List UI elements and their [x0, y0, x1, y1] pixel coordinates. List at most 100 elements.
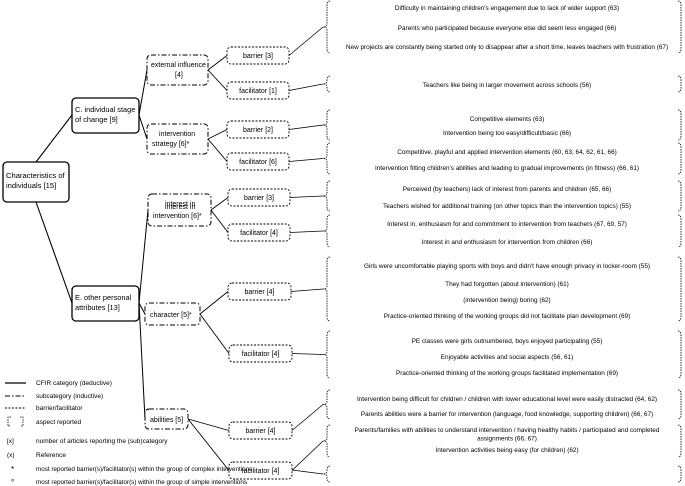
category-c-line-2: of change [9] — [75, 115, 118, 124]
subcategory-interest-in-intervention: interest in interest in intervention [6]… — [147, 193, 212, 227]
aspect-bracket-left-10 — [322, 465, 331, 483]
aspect-bracket-right-10 — [677, 465, 682, 483]
aspect-text-4-line-0: Competitive elements (63) — [470, 116, 545, 123]
type-node-label-4: barrier [3] — [244, 195, 274, 202]
connector-type-aspects-7 — [291, 353, 324, 355]
subcategory-intervention-strategy: intervention strategy [6]* — [146, 123, 209, 155]
legend-text-complex: most reported barrier(s)/facilitator(s) … — [36, 466, 252, 473]
type-node-7: facilitator [4] — [228, 344, 293, 363]
connector-root-category-0 — [35, 114, 73, 163]
barrier-facilitator-nodes: barrier [3] facilitator [1] barrier [2] fac… — [226, 46, 293, 480]
aspect-text-20-line-0: Parents abilities were a barrier for int… — [361, 411, 653, 418]
type-node-frame-4 — [227, 188, 291, 207]
type-node-9: facilitator [4] — [228, 461, 293, 480]
aspect-text-22-line-0: Intervention activities being easy (for … — [435, 447, 578, 454]
connector-root-category-1 — [35, 201, 73, 304]
connector-type-aspects-extra — [291, 469, 324, 475]
subcategory-abilities-label: abilities [5] — [150, 417, 183, 424]
type-node-label-5: facilitator [4] — [240, 230, 278, 237]
category-node-e: E. other personal attributes [13] — [71, 285, 140, 322]
connector-type-aspects-4 — [289, 195, 324, 198]
type-node-frame-2 — [226, 120, 290, 139]
aspect-bracket-right-9 — [677, 424, 682, 458]
type-node-frame-0 — [226, 46, 290, 65]
type-node-frame-3 — [226, 152, 290, 171]
type-node-5: facilitator [4] — [227, 223, 291, 242]
subcategory-intervention-strategy-line-2: strategy [6]* — [152, 141, 190, 148]
aspect-bracket-right-0 — [677, 0, 682, 54]
legend-text-aspect: aspect reported — [36, 419, 82, 426]
type-node-0: barrier [3] — [226, 46, 290, 65]
category-node-c: C. individual stage of change [9] — [71, 97, 140, 134]
connector-subcategory-type-9 — [187, 418, 230, 471]
subcategory-character: character [5]* — [144, 302, 201, 326]
aspect-text-3-line-0: Teachers like being in larger movement a… — [423, 82, 591, 89]
type-node-8: barrier [4] — [228, 421, 293, 440]
connector-subcategory-type-6 — [199, 291, 229, 315]
type-node-3: facilitator [6] — [226, 152, 290, 171]
connector-category-subcategory-1 — [138, 114, 148, 140]
aspect-bracket-left-2 — [322, 109, 331, 141]
connector-category-subcategory-3 — [138, 302, 146, 315]
aspect-text-7-line-0: Intervention fitting children's abilitie… — [375, 165, 639, 172]
type-node-frame-7 — [228, 344, 293, 363]
legend-text-barrier-facilitator: barrier/facilitator — [36, 405, 83, 412]
subcategory-interest-line-2: intervention [6]* — [153, 213, 202, 220]
type-node-frame-8 — [228, 421, 293, 440]
connector-subcategory-type-5 — [210, 209, 229, 233]
aspect-nodes: Difficulty in maintaining children's eng… — [346, 5, 668, 454]
connector-subcategory-type-1 — [207, 69, 228, 91]
connector-subcategory-type-4 — [210, 197, 229, 211]
subcategory-external-influence-line-2: [4] — [175, 72, 183, 79]
aspect-text-17-line-0: Enjoyable activities and social aspects … — [441, 354, 574, 361]
aspect-bracket-left-8 — [322, 389, 331, 420]
aspect-text-8-line-0: Perceived (by teachers) lack of interest… — [403, 186, 612, 193]
aspect-text-18-line-0: Practice-oriented thinking of the workin… — [396, 370, 618, 377]
legend-text-subcategory: subcategory (inductive) — [36, 393, 103, 400]
aspect-bracket-left-6 — [322, 256, 331, 322]
connector-subcategory-type-0 — [207, 55, 228, 71]
aspect-text-14-line-0: (intervention being) boring (62) — [463, 297, 550, 304]
legend-bracket-sample — [7, 416, 24, 427]
type-node-frame-5 — [227, 223, 291, 242]
type-node-label-2: barrier [2] — [243, 127, 273, 134]
aspect-bracket-right-8 — [677, 389, 682, 420]
connector-type-aspects-5 — [289, 230, 324, 233]
type-node-6: barrier [4] — [227, 282, 292, 301]
aspect-bracket-left-4 — [322, 180, 331, 212]
aspect-bracket-left-1 — [322, 75, 331, 93]
root-node: Characteristics of individuals [15] — [2, 161, 70, 203]
type-node-4: barrier [3] — [227, 188, 291, 207]
connector-subcategory-type-3 — [207, 138, 228, 162]
aspect-text-19-line-0: Intervention being difficult for childre… — [357, 396, 657, 403]
type-node-label-8: barrier [4] — [246, 428, 276, 435]
aspect-text-15-line-0: Practice-oriented thinking of the workin… — [384, 313, 631, 320]
connector-type-aspects-0 — [288, 26, 324, 56]
connector-type-aspects-8 — [291, 404, 324, 431]
aspect-bracket-left-5 — [322, 214, 331, 248]
aspect-text-12-line-0: Girls were uncomfortable playing sports … — [364, 263, 650, 270]
type-node-1: facilitator [1] — [226, 81, 290, 100]
root-label-line-1: Characteristics of — [6, 171, 66, 180]
connector-type-aspects-1 — [288, 83, 324, 91]
connector-category-subcategory-0 — [138, 69, 148, 116]
aspect-bracket-right-5 — [677, 214, 682, 248]
connector-subcategory-type-2 — [207, 129, 228, 140]
legend-symbol-degree: ° — [11, 478, 14, 486]
aspect-bracket-left-3 — [322, 142, 331, 175]
type-node-label-9: facilitator [4] — [242, 468, 280, 475]
subcategory-character-label: character [5]* — [150, 312, 192, 319]
legend-text-simple: most reported barrier(s)/facilitator(s) … — [36, 479, 247, 486]
type-node-label-0: barrier [3] — [243, 53, 273, 60]
connector-category-subcategory-4 — [138, 302, 146, 420]
type-node-frame-6 — [227, 282, 292, 301]
aspect-text-21-line-1: assignments (66, 67) — [477, 436, 537, 443]
subcategory-intervention-strategy-line-1: intervention — [159, 131, 195, 138]
legend-symbol-asterisk: * — [11, 465, 14, 474]
connector-type-aspects-3 — [288, 158, 324, 162]
category-e-line-1: E. other personal — [75, 293, 132, 302]
connector-type-aspects-6 — [290, 288, 324, 292]
subcategory-interest-line-1: interest in — [165, 201, 195, 208]
subcategory-external-influence: external influence [4] — [146, 54, 209, 86]
